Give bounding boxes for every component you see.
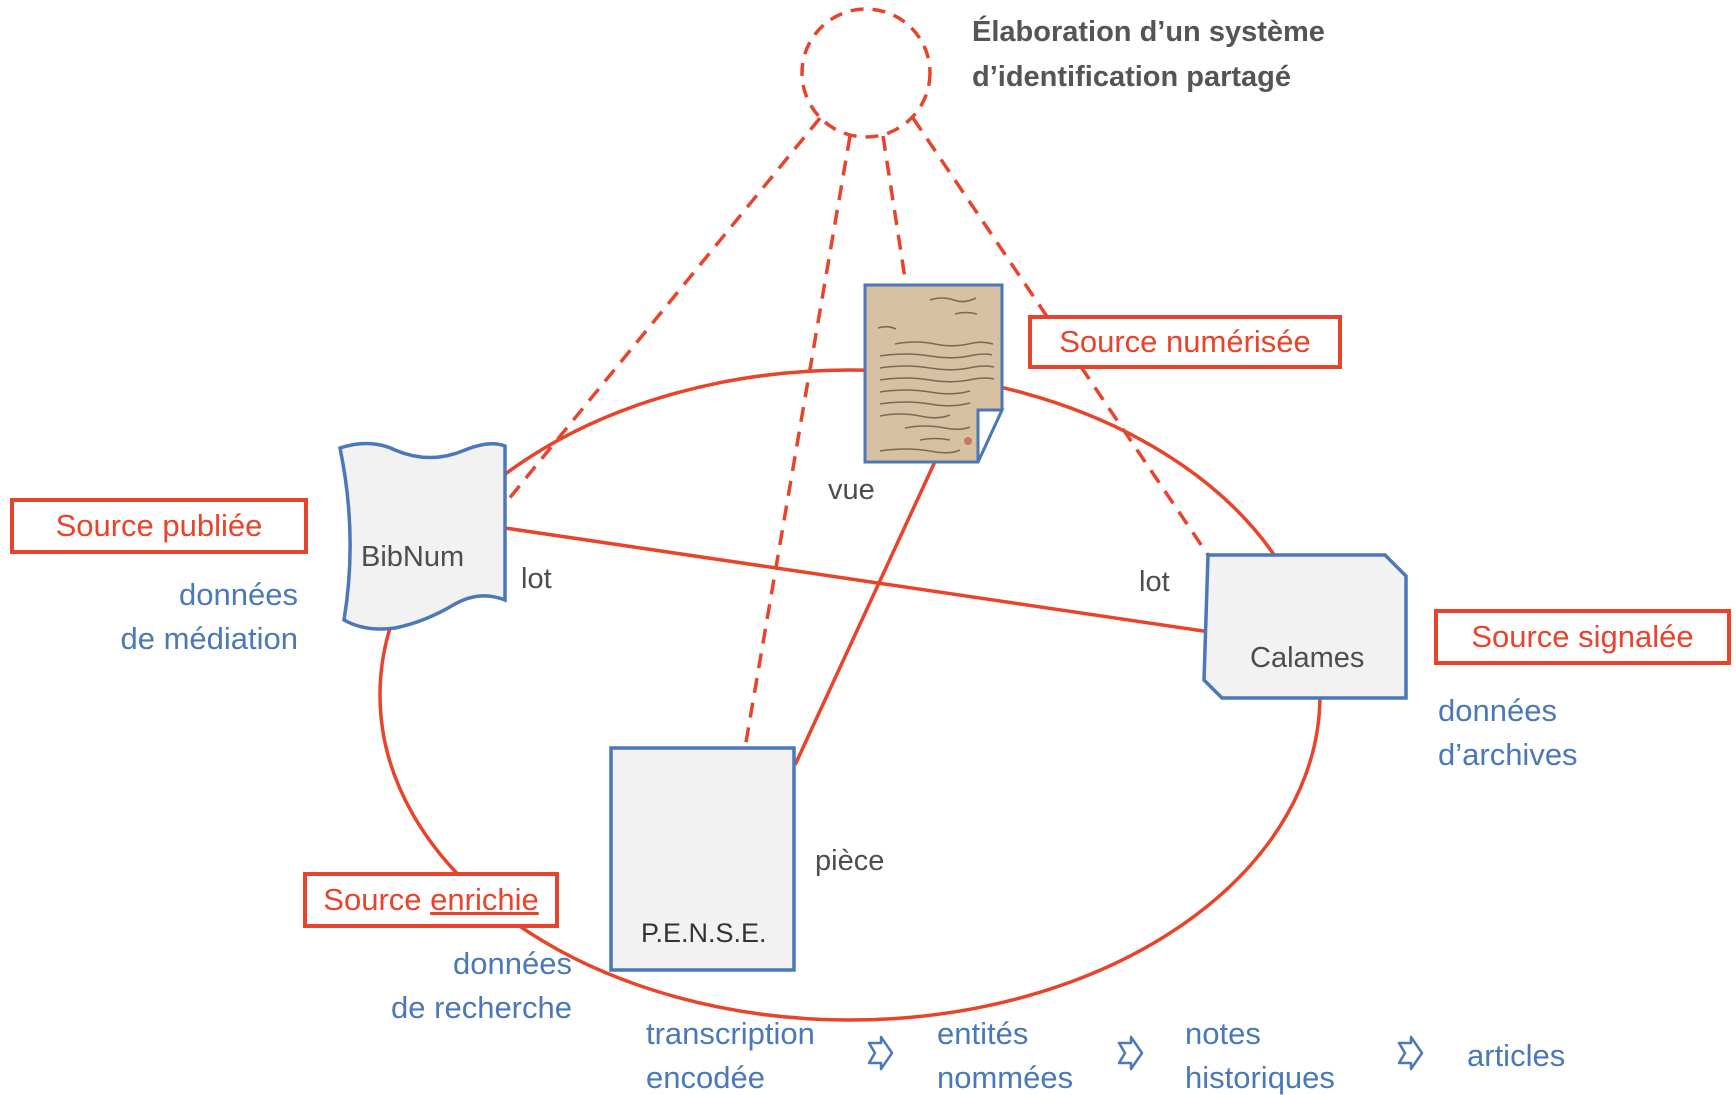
- edge-label-lot: lot: [1139, 566, 1170, 598]
- edge-label-piece: pièce: [815, 845, 885, 877]
- data-type-mediation: données de médiation: [92, 573, 298, 661]
- workflow-line: historiques: [1185, 1060, 1335, 1095]
- dashed-link-scan: [881, 135, 908, 286]
- data-type-line: de médiation: [120, 621, 298, 656]
- scan-letter-image[interactable]: [863, 283, 1005, 464]
- bibnum-label: BibNum: [361, 541, 465, 573]
- data-type-archives: données d’archives: [1438, 689, 1578, 777]
- pense-node[interactable]: [609, 746, 796, 972]
- workflow-line: articles: [1467, 1038, 1566, 1073]
- pense-label: P.E.N.S.E.: [641, 918, 767, 948]
- data-type-line: d’archives: [1438, 737, 1578, 772]
- source-signalee-label: Source signalée: [1471, 619, 1694, 654]
- source-numerisee-box: Source numérisée: [1028, 315, 1342, 369]
- edge-label-vue: vue: [828, 474, 875, 506]
- arrow-icon: [867, 1035, 894, 1071]
- title-line: d’identification partagé: [972, 61, 1292, 93]
- workflow-step-notes: notes historiques: [1185, 1012, 1335, 1095]
- dashed-link-pense: [743, 135, 852, 749]
- workflow-line: notes: [1185, 1016, 1261, 1051]
- bibnum-node[interactable]: [337, 441, 507, 631]
- source-enrichie-box: Source enrichie: [303, 872, 559, 928]
- data-type-line: données: [179, 577, 298, 612]
- workflow-step-entities: entités nommées: [937, 1012, 1073, 1095]
- shared-id-title: Élaboration d’un système d’identificatio…: [972, 10, 1325, 100]
- source-signalee-box: Source signalée: [1434, 609, 1731, 665]
- calames-node[interactable]: [1202, 553, 1408, 700]
- workflow-line: transcription: [646, 1016, 815, 1051]
- source-enrichie-prefix: Source: [323, 882, 431, 917]
- data-type-line: données: [453, 946, 572, 981]
- workflow-step-articles: articles: [1467, 1034, 1565, 1078]
- source-publiee-label: Source publiée: [55, 508, 263, 543]
- link-scan-pense: [793, 454, 940, 766]
- data-type-line: données: [1438, 693, 1557, 728]
- workflow-line: encodée: [646, 1060, 765, 1095]
- edge-label-lot: lot: [521, 563, 552, 595]
- dashed-link-bibnum: [506, 116, 822, 502]
- calames-label: Calames: [1250, 642, 1365, 674]
- link-bibnum-calames: [504, 526, 1211, 634]
- data-type-line: de recherche: [391, 990, 572, 1025]
- workflow-line: nommées: [937, 1060, 1074, 1095]
- source-publiee-box: Source publiée: [10, 498, 308, 554]
- data-type-recherche: données de recherche: [362, 942, 572, 1030]
- title-line: Élaboration d’un système: [972, 16, 1325, 48]
- arrow-icon: [1397, 1035, 1424, 1071]
- workflow-line: entités: [937, 1016, 1029, 1051]
- shared-id-circle: [800, 7, 932, 139]
- source-numerisee-label: Source numérisée: [1059, 324, 1311, 359]
- arrow-icon: [1117, 1035, 1144, 1071]
- source-enrichie-emphasis: enrichie: [430, 882, 539, 917]
- workflow-step-transcription: transcription encodée: [646, 1012, 815, 1095]
